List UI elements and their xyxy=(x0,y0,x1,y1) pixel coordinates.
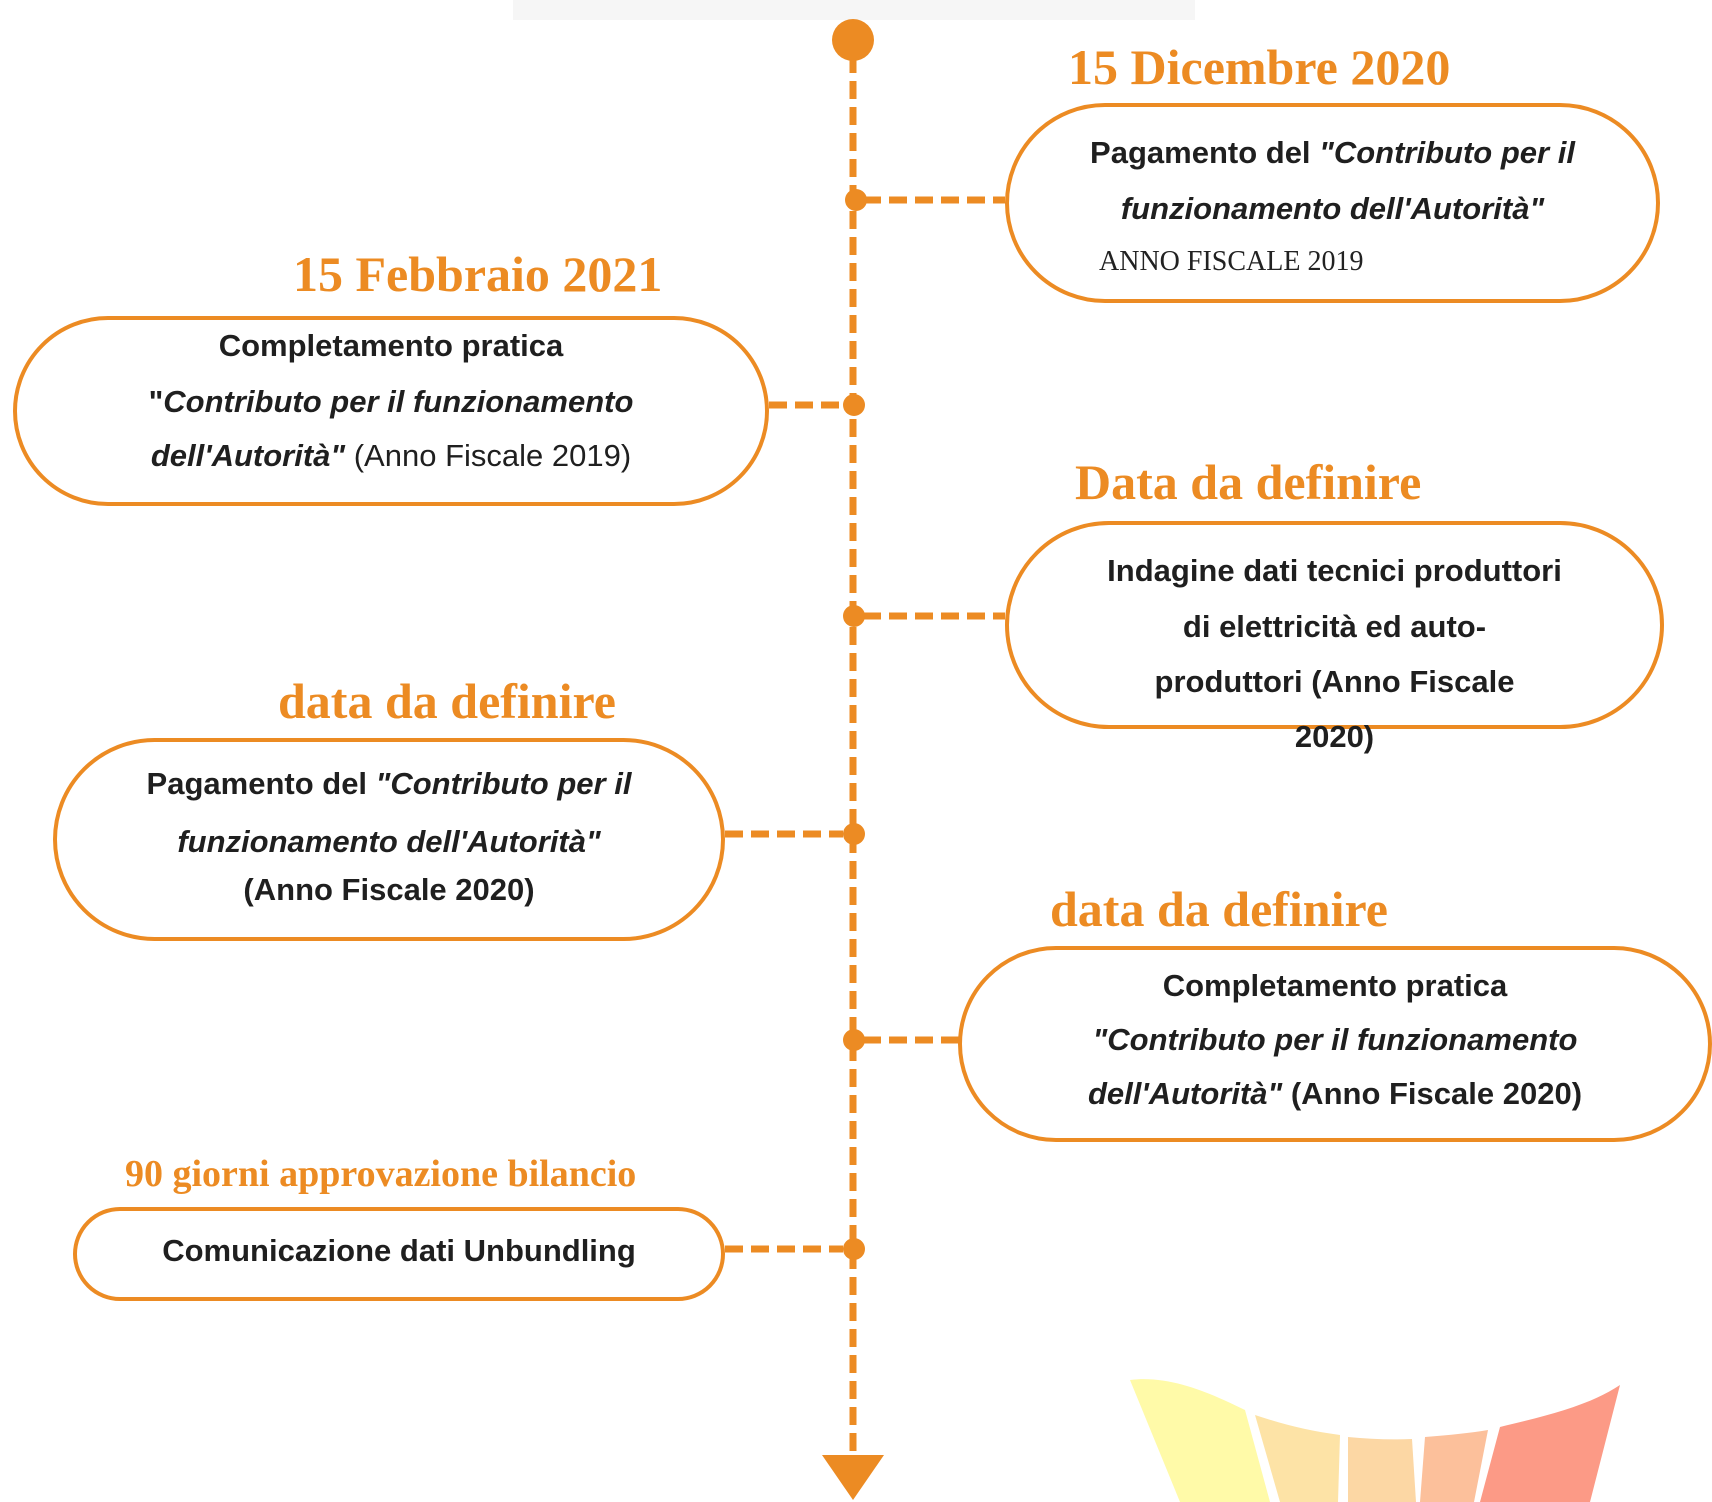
header-bar xyxy=(513,0,1195,20)
timeline-arrow-icon xyxy=(822,1455,884,1500)
event-card: Completamento pratica "Contributo per il… xyxy=(958,946,1712,1142)
event-date: 90 giorni approvazione bilancio xyxy=(125,1153,637,1195)
card-text-italic: Contributo per il funzionamento xyxy=(163,384,634,419)
card-text-italic: funzionamento dell'Autorità" xyxy=(177,824,601,859)
card-text: (Anno Fiscale 2019) xyxy=(345,438,632,473)
event-card: Comunicazione dati Unbundling xyxy=(73,1207,725,1301)
card-text: (Anno Fiscale 2020) xyxy=(1282,1076,1583,1111)
card-text: Pagamento del xyxy=(146,766,376,801)
timeline-node xyxy=(843,823,865,845)
event-date: 15 Dicembre 2020 xyxy=(1068,39,1451,95)
card-text: Comunicazione dati Unbundling xyxy=(162,1233,636,1268)
event-date: data da definire xyxy=(1050,881,1388,937)
card-text: ANNO FISCALE 2019 xyxy=(1099,246,1364,277)
event-date: data da definire xyxy=(278,673,616,729)
event-card: Pagamento del "Contributo per il funzion… xyxy=(1005,103,1660,303)
event-date: Data da definire xyxy=(1075,454,1422,510)
event-date: 15 Febbraio 2021 xyxy=(293,246,663,302)
card-text: Indagine dati tecnici produttori xyxy=(1107,553,1562,588)
timeline-node xyxy=(843,394,865,416)
card-text: Completamento pratica xyxy=(1162,968,1508,1003)
card-text: di elettricità ed auto- xyxy=(1182,609,1487,644)
card-text: Completamento pratica xyxy=(218,328,564,363)
card-text: Pagamento del xyxy=(1090,135,1320,170)
event-card: Pagamento del "Contributo per il funzion… xyxy=(53,738,725,941)
timeline-node xyxy=(845,189,867,211)
timeline-node xyxy=(843,1029,865,1051)
card-text: (Anno Fiscale 2020) xyxy=(243,872,535,907)
card-text-italic: "Contributo per il funzionamento xyxy=(1092,1022,1578,1057)
timeline-start-dot xyxy=(832,19,874,61)
card-text-italic: "Contributo per il xyxy=(1319,135,1575,170)
timeline-node xyxy=(843,605,865,627)
company-logo xyxy=(1130,1379,1620,1502)
card-text: 2020) xyxy=(1294,719,1375,754)
event-card: Indagine dati tecnici produttori di elet… xyxy=(1005,521,1664,754)
card-text-italic: "Contributo per il xyxy=(375,766,632,801)
card-text-italic: funzionamento dell'Autorità" xyxy=(1120,191,1545,226)
card-text-italic: dell'Autorità" xyxy=(1087,1076,1283,1111)
card-text: produttori (Anno Fiscale xyxy=(1154,664,1515,699)
timeline-node xyxy=(843,1238,865,1260)
event-card: Completamento pratica "Contributo per il… xyxy=(13,316,769,506)
card-text: " xyxy=(148,384,164,419)
card-text-italic: dell'Autorità" xyxy=(150,438,346,473)
